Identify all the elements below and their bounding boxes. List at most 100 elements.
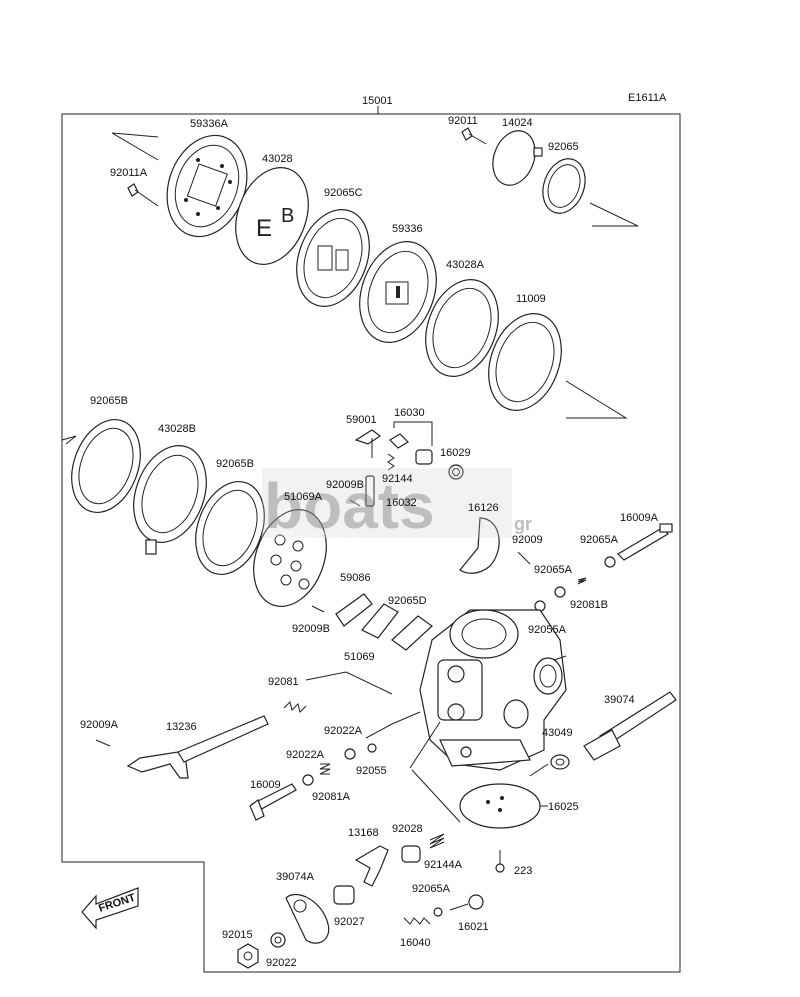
part-label: 92015 <box>222 929 253 941</box>
washer-43049 <box>550 754 570 770</box>
svg-text:boats: boats <box>264 470 435 542</box>
diaphragm-51069A <box>253 508 327 608</box>
part-label: 11009 <box>516 293 546 305</box>
screw-92011A <box>127 183 159 207</box>
part-label: 14024 <box>502 117 533 129</box>
spring-92081 <box>283 701 307 713</box>
carburetor-body <box>419 609 567 771</box>
assembly-boundary <box>61 113 681 973</box>
part-label: 16040 <box>400 937 431 949</box>
spring-16040 <box>403 917 431 925</box>
part-label: 16029 <box>440 447 471 459</box>
part-label: 39074A <box>276 871 315 883</box>
svg-text:gr: gr <box>514 514 532 534</box>
plate-16025 <box>459 783 548 829</box>
part-label: 59336 <box>392 223 423 235</box>
gasket-51069 <box>391 615 433 651</box>
part-label: 92065B <box>90 395 128 407</box>
part-label: 51069A <box>284 491 323 503</box>
spring-92144A <box>429 833 445 849</box>
screw-16009 <box>249 783 297 821</box>
diaphragm-43028: E B <box>235 166 309 266</box>
cover-59336A <box>166 134 248 238</box>
part-label: 16025 <box>548 801 579 813</box>
part-label: 16009 <box>250 779 281 791</box>
gasket-92065B-left <box>71 418 141 514</box>
part-label: 59336A <box>190 118 229 130</box>
part-label: 92055A <box>528 624 567 636</box>
part-label: 92065 <box>548 141 579 153</box>
part-label: 223 <box>514 865 532 877</box>
oring-92055 <box>367 743 377 753</box>
part-label: 92065A <box>412 883 451 895</box>
part-label: 92009A <box>80 719 119 731</box>
part-label: 92065C <box>324 187 363 199</box>
part-label: 92065A <box>534 564 573 576</box>
part-label: 92065D <box>388 595 427 607</box>
part-label: 92065B <box>216 458 254 470</box>
screw-92009B-top <box>349 499 361 507</box>
part-label: 59086 <box>340 572 371 584</box>
part-label: 13236 <box>166 721 197 733</box>
part-label: 92081 <box>268 676 299 688</box>
gasket-92065B-right <box>195 480 265 576</box>
assembly-number: 15001 <box>362 95 393 107</box>
lever-13236 <box>126 715 269 779</box>
part-label: 43028 <box>262 153 293 165</box>
washer-92065A-mid <box>554 586 566 598</box>
svg-text:E: E <box>256 215 272 242</box>
part-label: 92022A <box>324 725 363 737</box>
part-label: 92144 <box>382 473 413 485</box>
pin-16032 <box>365 475 375 507</box>
part-label: 92022 <box>266 957 297 969</box>
washer-92022A-b <box>302 774 314 786</box>
part-label: 92022A <box>286 749 325 761</box>
screw-92011 <box>461 127 487 145</box>
part-label: 92081A <box>312 791 351 803</box>
svg-text:boat spare parts: boat spare parts <box>270 527 357 541</box>
watermark: boats gr boat spare parts <box>262 468 532 542</box>
cap-14024 <box>492 130 543 186</box>
needle-59001 <box>354 429 382 458</box>
ring-92065 <box>542 158 586 214</box>
nut-92015 <box>237 943 259 969</box>
part-label: 16032 <box>386 497 417 509</box>
cover-16126 <box>459 517 500 574</box>
part-label: 51069 <box>344 651 375 663</box>
part-label: 92011A <box>110 167 148 179</box>
gasket-11009 <box>488 312 562 412</box>
spring-92081A <box>319 763 331 775</box>
part-label: 92009B <box>292 623 330 635</box>
plate-59336 <box>359 241 437 343</box>
part-label: 43028A <box>446 259 485 271</box>
screw-92009A <box>95 739 111 747</box>
washer-92065A-right <box>604 556 616 568</box>
washer-92065A-bottom <box>433 907 443 917</box>
shaft-39074 <box>583 691 677 761</box>
part-label: 59001 <box>346 414 377 426</box>
gasket-92065D <box>361 603 399 639</box>
part-label: 92081B <box>570 599 608 611</box>
lever-13168 <box>354 845 389 887</box>
part-label: 92028 <box>392 823 423 835</box>
part-label: 43028B <box>158 423 196 435</box>
part-label: 43049 <box>542 727 573 739</box>
screw-16009A <box>617 523 673 561</box>
screw-223 <box>495 850 505 873</box>
gasket-92065C <box>296 208 370 308</box>
part-label: 16021 <box>458 921 489 933</box>
part-label: 16126 <box>468 502 499 514</box>
svg-text:B: B <box>281 205 294 227</box>
part-label: 92065A <box>580 534 619 546</box>
washer-92022A-a <box>344 748 356 760</box>
diagram-code: E1611A <box>628 92 667 104</box>
part-label: 92027 <box>334 916 365 928</box>
valve-16030 <box>389 421 433 465</box>
collar-92028 <box>401 845 421 863</box>
part-label: 92011 <box>448 115 478 127</box>
spring-92144 <box>387 453 395 471</box>
washer-92022 <box>270 932 286 948</box>
part-label: 92055 <box>356 765 387 777</box>
cam-39074A <box>285 893 330 944</box>
